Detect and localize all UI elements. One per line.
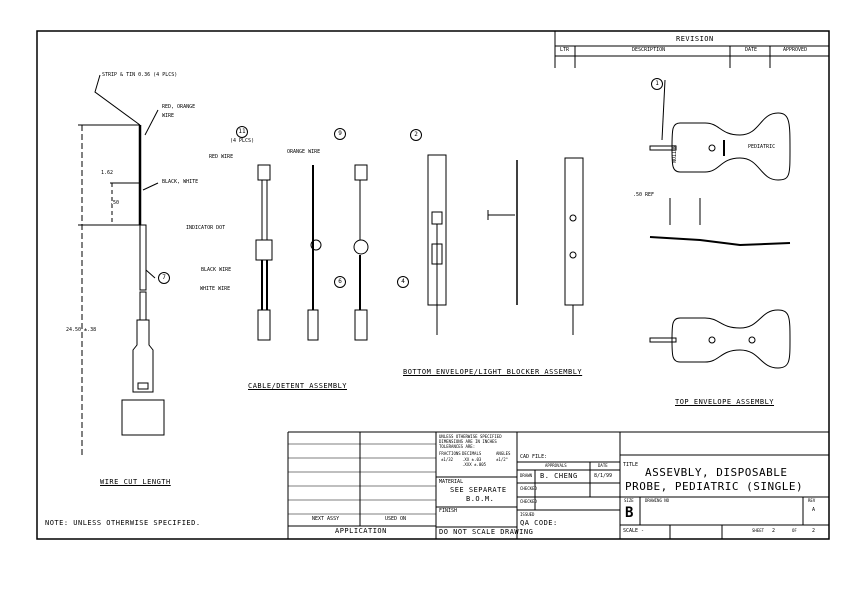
revision-block — [554, 31, 829, 68]
callout-7: 7 — [158, 272, 170, 284]
checked-label: CHECKED — [520, 486, 537, 491]
indicator-dot-label: INDICATOR DOT — [186, 225, 226, 231]
qa-code: QA CODE: — [520, 519, 558, 527]
black-wire-label: BLACK WIRE — [201, 267, 232, 273]
general-note: NOTE: UNLESS OTHERWISE SPECIFIED. — [45, 519, 201, 527]
dim-total: 1.62 — [101, 170, 114, 176]
application: APPLICATION — [335, 527, 387, 535]
sheet-number: 2 — [772, 528, 776, 534]
black-white-label: BLACK, WHITE — [162, 179, 199, 185]
do-not-scale: DO NOT SCALE DRAWING — [439, 528, 534, 536]
drawn-date: 8/1/99 — [594, 473, 613, 479]
scale: SCALE - — [623, 528, 645, 534]
sheet-label: SHEET — [752, 528, 765, 533]
material-value: SEE SEPARATE — [450, 486, 507, 494]
callout-1: 1 — [651, 78, 663, 90]
material-label: MATERIAL — [439, 479, 464, 485]
revision-title: REVISION — [676, 35, 714, 43]
bottom-envelope-drawing — [427, 154, 584, 335]
callout-9: 9 — [334, 128, 346, 140]
drawn-by: B. CHENG — [540, 472, 578, 480]
angles-value: ±1/2° — [496, 457, 509, 462]
rev-date-header: DATE — [745, 47, 758, 53]
date-label: DATE — [598, 463, 608, 468]
plcs-label: (4 PLCS) — [230, 138, 255, 144]
material-value-2: B.O.M. — [466, 495, 495, 503]
drawing-title-1: ASSEVBLY, DISPOSABLE — [645, 466, 788, 479]
tol-line-2: DIMENSIONS ARE IN INCHES — [439, 439, 497, 444]
dim-length: 24.50 ±.38 — [66, 327, 97, 333]
angles: ANGLES — [496, 451, 511, 456]
top-envelope-drawing — [649, 79, 791, 369]
approvals: APPROVALS — [545, 463, 567, 468]
drawn-label: DRAWN — [520, 473, 533, 478]
rev-label: REV — [808, 498, 816, 503]
tol-line-3: TOLERANCES ARE: — [439, 444, 476, 449]
rev-approved-header: APPROVED — [783, 47, 808, 53]
rev-description-header: DESCRIPTION — [632, 47, 666, 53]
wire-caption: WIRE CUT LENGTH — [100, 478, 171, 486]
size-value: B — [625, 505, 635, 521]
callout-2: 2 — [410, 129, 422, 141]
fractions-value: ±1/32 — [441, 457, 454, 462]
issued-label: ISSUED — [520, 512, 535, 517]
rev-ltr-header: LTR — [560, 47, 570, 53]
decimals: DECIMALS — [462, 451, 482, 456]
cable-caption: CABLE/DETENT ASSEMBLY — [248, 382, 348, 390]
size-label: SIZE — [624, 498, 634, 503]
drawing-title-2: PROBE, PEDIATRIC (SINGLE) — [625, 480, 804, 493]
white-wire-label: WHITE WIRE — [200, 286, 231, 292]
red-orange-label: RED, ORANGE — [162, 104, 196, 110]
callout-11: 11 — [236, 126, 248, 138]
orange-wire-label: ORANGE WIRE — [287, 149, 321, 155]
sheet-of: OF — [792, 528, 797, 533]
button-label: BUTTON — [670, 145, 676, 164]
next-assy: NEXT ASSY — [312, 516, 340, 522]
sheet-total: 2 — [812, 528, 816, 534]
rev-value: A — [812, 507, 816, 513]
title-label: TITLE — [623, 462, 639, 468]
callout-6: 6 — [334, 276, 346, 288]
cable-drawing — [255, 164, 369, 341]
checked-label-2: CHECKED — [520, 499, 537, 504]
strip-note: STRIP & TIN 0.36 (4 PLCS) — [102, 72, 178, 78]
used-on: USED ON — [385, 516, 407, 522]
fractions: FRACTIONS — [439, 451, 461, 456]
decimals-value: .XX ±.03 — [462, 457, 482, 462]
dim-half: .50 — [110, 200, 120, 206]
title-block — [287, 431, 829, 539]
finish-label: FINISH — [439, 508, 458, 514]
callout-4: 4 — [397, 276, 409, 288]
red-wire-label: RED WIRE — [209, 154, 234, 160]
bottom-caption: BOTTOM ENVELOPE/LIGHT BLOCKER ASSEMBLY — [403, 368, 583, 376]
ref-dim: .50 REF — [633, 192, 655, 198]
wire-drawing — [78, 74, 165, 455]
drawing-no-label: DRAWING NO — [645, 498, 670, 503]
top-caption: TOP ENVELOPE ASSEMBLY — [675, 398, 775, 406]
tol-line-1: UNLESS OTHERWISE SPECIFIED — [439, 434, 502, 439]
decimals-value-2: .XXX ±.005 — [462, 462, 487, 467]
pediatric-label: PEDIATRIC — [748, 144, 776, 150]
cad-file: CAD FILE: — [520, 454, 548, 460]
red-orange-label-2: WIRE — [162, 113, 175, 119]
